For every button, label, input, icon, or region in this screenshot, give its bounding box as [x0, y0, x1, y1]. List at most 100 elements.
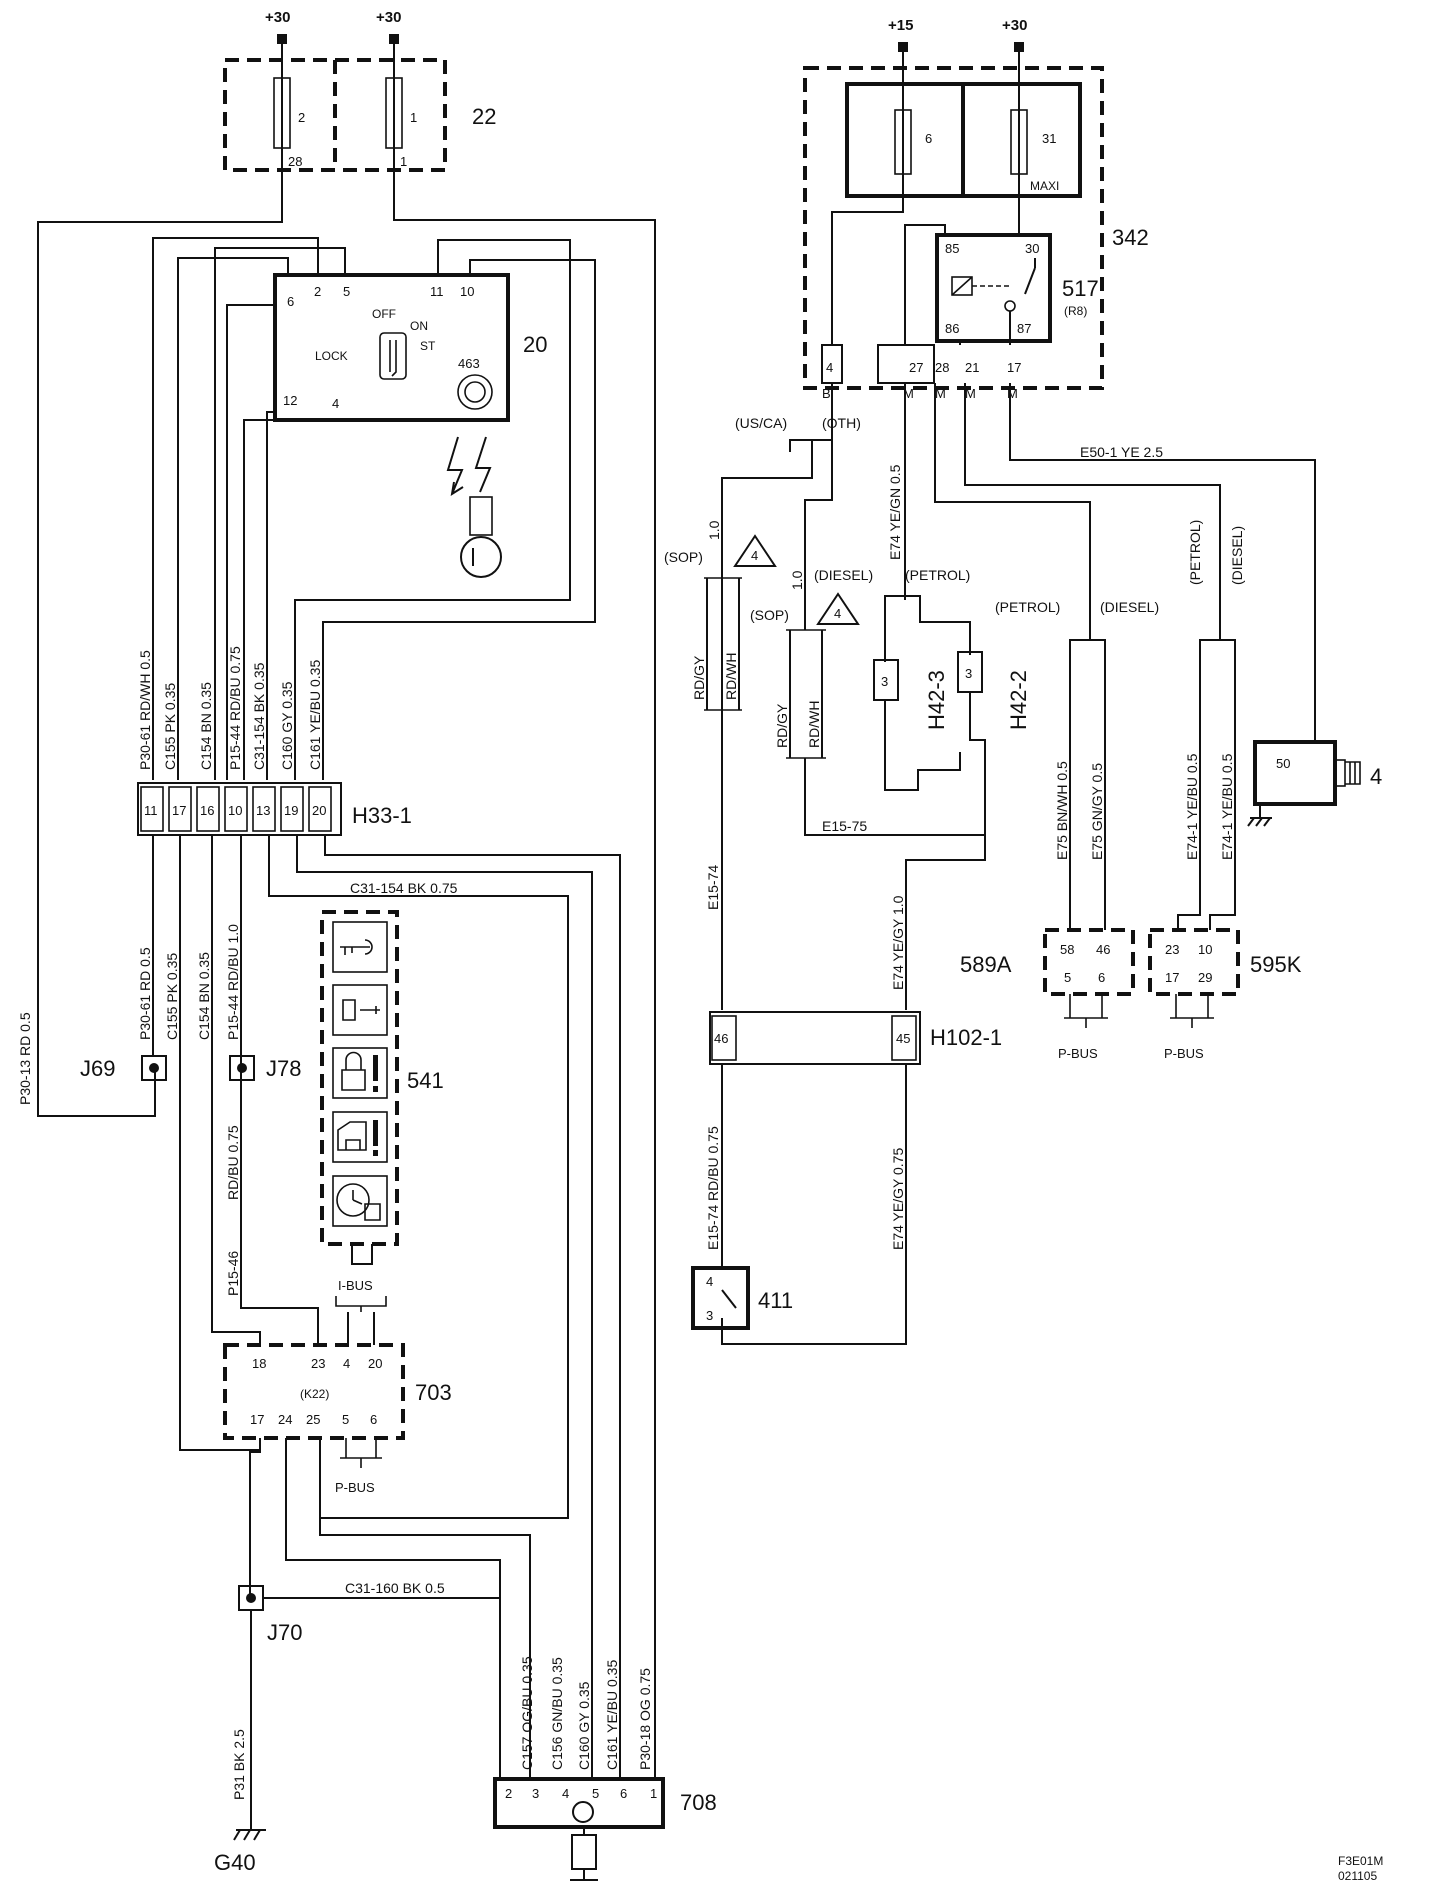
- pin-label: 3: [706, 1308, 713, 1323]
- fuse-h42-2: 3 H42-2: [957, 651, 1031, 730]
- pin-label: M: [1007, 386, 1018, 401]
- component-label: 342: [1112, 225, 1149, 250]
- pin-label: 4: [826, 360, 833, 375]
- pin-label: 46: [714, 1031, 728, 1046]
- pin-label: 17: [1007, 360, 1021, 375]
- component-label: 589A: [960, 952, 1012, 977]
- component-label: 703: [415, 1380, 452, 1405]
- wire-label: RD/WH: [806, 701, 822, 748]
- pin-label: 4: [332, 396, 339, 411]
- module-708: 2 3 4 5 6 1 708: [493, 1777, 717, 1881]
- variant-label: (SOP): [664, 549, 703, 565]
- switch-position-label: ON: [410, 319, 428, 333]
- wire-p30-13: [37, 190, 283, 1117]
- power-label: +15: [888, 17, 913, 34]
- h33-wire-labels: P30-61 RD/WH 0.5 C155 PK 0.35 C154 BN 0.…: [137, 646, 323, 770]
- component-label: 708: [680, 1790, 717, 1815]
- wire-e74-1: [1177, 639, 1236, 930]
- switch-position-label: ST: [420, 339, 436, 353]
- connector-h33-1: 11 17 16 10 13 19 20 H33-1: [137, 782, 412, 836]
- component-label: 4: [1370, 764, 1382, 789]
- wire-label: E74-1 YE/BU 0.5: [1184, 753, 1200, 860]
- switch-position-label: OFF: [372, 307, 396, 321]
- wire-p15-46: [240, 1072, 319, 1345]
- wire-label: C160 GY 0.35: [279, 681, 295, 770]
- sensor-icon: [572, 1801, 594, 1823]
- wire-p30-18: [393, 190, 656, 1780]
- wire-label: P15-44 RD/BU 0.75: [227, 646, 243, 770]
- power-label: +30: [1002, 17, 1027, 34]
- wire-pin28: [934, 383, 1091, 640]
- wire-label: C160 GY 0.35: [576, 1681, 592, 1770]
- wire-c154-a: [177, 257, 289, 780]
- pin-label: 25: [306, 1412, 320, 1427]
- wire-label: E74-1 YE/BU 0.5: [1219, 753, 1235, 860]
- pin-label: 5: [1064, 970, 1071, 985]
- note-triangle-icon: [733, 534, 777, 567]
- diagram-code: F3E01M: [1338, 1854, 1383, 1868]
- pin-label: 4: [343, 1356, 350, 1371]
- pin-label: 3: [965, 666, 972, 681]
- wire-label: RD/GY: [774, 703, 790, 748]
- wire-label: C31-154 BK 0.35: [251, 662, 267, 770]
- power-supply-right: +15 +30: [888, 17, 1027, 82]
- pin-label: B: [822, 386, 831, 401]
- wire-label: RD/GY: [691, 655, 707, 700]
- wire-c154: [214, 247, 346, 780]
- power-label: +30: [265, 9, 290, 26]
- wire-label: P15-46: [225, 1251, 241, 1296]
- gear-icon: [1345, 761, 1361, 785]
- wire-pin21: [964, 383, 1221, 640]
- pin-label: 20: [368, 1356, 382, 1371]
- pin-label: 28: [288, 154, 302, 169]
- variant-label: (DIESEL): [814, 567, 873, 583]
- bus-label: I-BUS: [338, 1278, 373, 1293]
- bus-label: P-BUS: [335, 1480, 375, 1495]
- wire-p15: [226, 304, 275, 780]
- wire-label: E75 BN/WH 0.5: [1054, 761, 1070, 860]
- ignition-switch-20: 6 2 5 11 10 12 4 OFF ON ST LOCK 463 20: [273, 273, 547, 422]
- wire-label: C155 PK 0.35: [162, 683, 178, 770]
- component-label: G40: [214, 1850, 256, 1875]
- wire-e15-75: [804, 758, 985, 836]
- wire-ground: [249, 1438, 261, 1598]
- wire-label: P30-61 RD 0.5: [137, 947, 153, 1040]
- pin-label: 6: [370, 1412, 377, 1427]
- pin-label: 12: [283, 393, 297, 408]
- component-sublabel: (R8): [1064, 304, 1087, 318]
- relay-contact-icon: [1024, 267, 1036, 295]
- pin-label: 86: [945, 321, 959, 336]
- component-label: 541: [407, 1068, 444, 1093]
- splice-j69: J69: [80, 1055, 167, 1081]
- wire-label: P31 BK 2.5: [231, 1729, 247, 1800]
- wire-c31-160: [263, 1597, 501, 1779]
- fuse-number: 6: [925, 131, 932, 146]
- pin-label: 5: [592, 1786, 599, 1801]
- wire-label: 1.0: [706, 520, 722, 540]
- splice-j70: J70 C31-160 BK 0.5: [238, 1580, 445, 1645]
- wire-c31-b: [243, 419, 335, 780]
- component-label: H33-1: [352, 803, 412, 828]
- fuse-number: 2: [298, 110, 305, 125]
- key-symbol-icon: [332, 921, 388, 973]
- wire-c161: [322, 259, 596, 780]
- pin-label: 4: [562, 1786, 569, 1801]
- wire-rdgy-rdwh-a: [706, 578, 740, 710]
- wire-fuse6-out: [831, 196, 904, 345]
- pin-label: 58: [1060, 942, 1074, 957]
- wire-c160-b: [296, 835, 593, 1779]
- pin-label: M: [903, 386, 914, 401]
- pin-label: 4: [706, 1274, 713, 1289]
- component-label: 22: [472, 104, 496, 129]
- wire-label: C157 OG/BU 0.35: [519, 1656, 535, 1770]
- switch-contact-icon: [721, 1289, 737, 1309]
- wire-label: E50-1 YE 2.5: [1080, 444, 1163, 460]
- pin-label: 5: [343, 284, 350, 299]
- bus-label: P-BUS: [1164, 1046, 1204, 1061]
- wire-c161-b: [324, 835, 621, 1779]
- wire-label: C154 BN 0.35: [198, 682, 214, 770]
- wire-label: C31-154 BK 0.75: [350, 880, 458, 896]
- ground-icon: [1247, 804, 1272, 827]
- pin-label: 20: [312, 803, 326, 818]
- wire-label: C156 GN/BU 0.35: [549, 1657, 565, 1770]
